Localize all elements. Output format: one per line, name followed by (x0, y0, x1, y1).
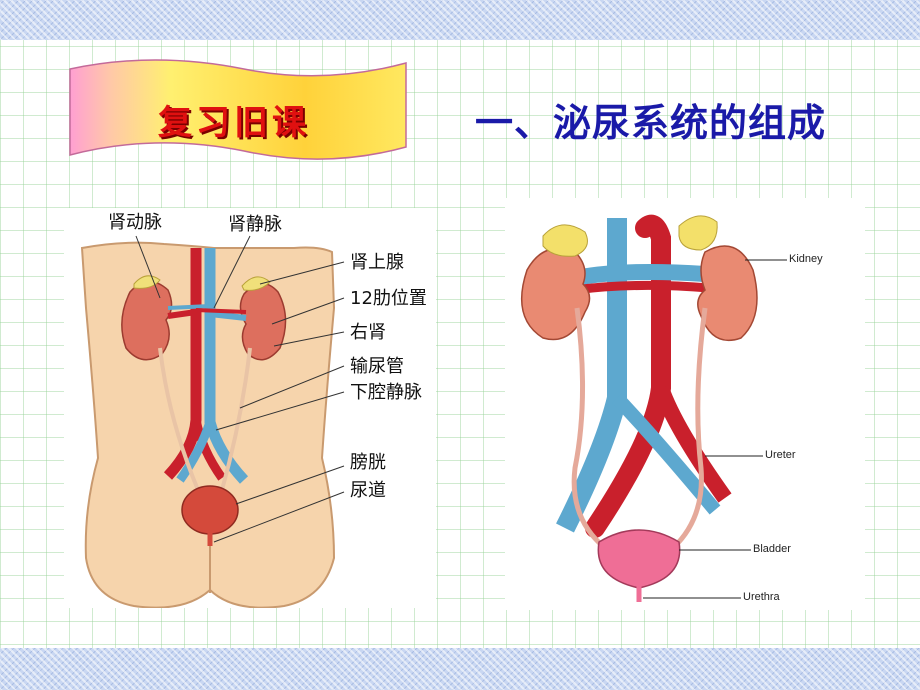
label-inferior-vena-cava: 下腔静脉 (350, 382, 422, 403)
right-anatomy-illustration (520, 214, 787, 602)
label-urethra-en: Urethra (743, 591, 780, 603)
label-ureter-en: Ureter (765, 449, 796, 461)
label-bladder-en: Bladder (753, 543, 791, 555)
label-renal-artery: 肾动脉 (108, 212, 162, 233)
label-right-kidney: 右肾 (350, 322, 386, 343)
label-kidney: Kidney (789, 253, 823, 265)
label-rib12-position: 12肋位置 (350, 288, 427, 309)
label-bladder: 膀胱 (350, 452, 386, 473)
urinary-system-diagram-chinese: 肾动脉 肾静脉 肾上腺 12肋位置 右肾 输尿管 下腔静脉 膀胱 尿道 (64, 208, 436, 608)
banner-shape (69, 59, 407, 160)
bottom-decorative-band (0, 648, 920, 690)
left-anatomy-illustration (80, 235, 345, 608)
label-ureter: 输尿管 (350, 356, 404, 377)
urinary-system-diagram-english: Kidney Ureter Bladder Urethra (505, 198, 865, 610)
label-renal-vein: 肾静脉 (228, 214, 282, 235)
top-decorative-band (0, 0, 920, 40)
review-banner: 复习旧课 (64, 55, 412, 170)
banner-label: 复习旧课 (158, 103, 310, 143)
slide-title: 一、泌尿系统的组成 (475, 101, 827, 145)
label-adrenal-gland: 肾上腺 (350, 252, 404, 273)
label-urethra: 尿道 (350, 480, 386, 501)
